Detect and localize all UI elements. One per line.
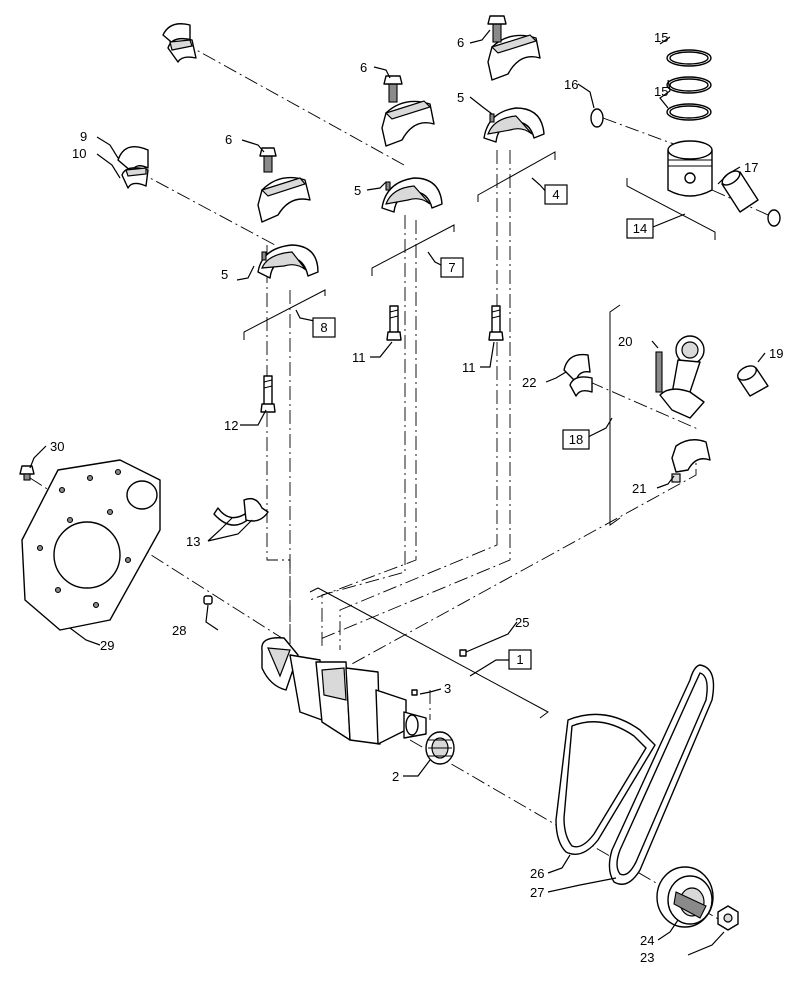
dowel-pin-28 bbox=[203, 595, 213, 605]
label-13: 13 bbox=[186, 534, 200, 549]
label-24: 24 bbox=[640, 933, 654, 948]
small-end-bushing-19 bbox=[737, 365, 769, 397]
snap-ring-16 bbox=[590, 108, 604, 128]
label-10: 10 bbox=[72, 146, 86, 161]
label-22: 22 bbox=[522, 375, 536, 390]
rod-cap bbox=[671, 439, 711, 483]
bolt-11-left bbox=[386, 305, 402, 341]
label-8: 8 bbox=[320, 320, 327, 335]
bolt-12 bbox=[260, 375, 276, 413]
label-23: 23 bbox=[640, 950, 654, 965]
label-9: 9 bbox=[80, 129, 87, 144]
label-20: 20 bbox=[618, 334, 632, 349]
label-12: 12 bbox=[224, 418, 238, 433]
label-19: 19 bbox=[769, 346, 783, 361]
label-7: 7 bbox=[448, 260, 455, 275]
label-5-b: 5 bbox=[354, 183, 361, 198]
label-4: 4 bbox=[552, 187, 559, 202]
label-6-b: 6 bbox=[360, 60, 367, 75]
label-15-a: 15 bbox=[654, 30, 668, 45]
main-bearing-cap-7 bbox=[381, 75, 435, 147]
label-29: 29 bbox=[100, 638, 114, 653]
label-1: 1 bbox=[516, 652, 523, 667]
snap-ring-right bbox=[767, 209, 781, 227]
main-bearing-cap-8 bbox=[257, 147, 311, 223]
rod-bolt-20 bbox=[655, 351, 663, 393]
bearing-shell-4 bbox=[483, 107, 545, 143]
bearing-shell-top-left bbox=[162, 23, 197, 63]
bolt-11-right bbox=[488, 305, 504, 341]
label-5-c: 5 bbox=[457, 90, 464, 105]
piston-pin bbox=[721, 170, 759, 213]
connecting-rod bbox=[659, 335, 705, 419]
label-27: 27 bbox=[530, 885, 544, 900]
plug-3 bbox=[411, 689, 418, 696]
label-16: 16 bbox=[564, 77, 578, 92]
label-11-a: 11 bbox=[352, 350, 366, 365]
main-bearing-cap-4 bbox=[487, 15, 541, 81]
group-brackets bbox=[243, 151, 716, 719]
piston-rings bbox=[666, 49, 712, 121]
pulley-nut bbox=[717, 905, 739, 931]
adapter-plate bbox=[21, 459, 161, 631]
label-6-a: 6 bbox=[225, 132, 232, 147]
crankshaft bbox=[261, 637, 427, 745]
label-2: 2 bbox=[392, 769, 399, 784]
bearing-shell-7 bbox=[381, 177, 443, 213]
leaders bbox=[29, 29, 766, 956]
drive-belt-26 bbox=[555, 713, 656, 855]
label-6-c: 6 bbox=[457, 35, 464, 50]
rod-bearing-shell-22 bbox=[563, 353, 593, 397]
label-14: 14 bbox=[633, 221, 647, 236]
label-5-a: 5 bbox=[221, 267, 228, 282]
label-18: 18 bbox=[569, 432, 583, 447]
label-21: 21 bbox=[632, 481, 646, 496]
thrust-bearing-shell bbox=[117, 146, 149, 189]
screw-30 bbox=[19, 465, 35, 481]
bearing-shell-8 bbox=[257, 244, 319, 279]
label-15-b: 15 bbox=[654, 84, 668, 99]
label-28: 28 bbox=[172, 623, 186, 638]
label-17: 17 bbox=[744, 160, 758, 175]
gear-2 bbox=[425, 731, 455, 765]
drive-belt-27 bbox=[608, 664, 715, 885]
piston bbox=[667, 140, 713, 197]
label-11-b: 11 bbox=[462, 360, 476, 375]
label-26: 26 bbox=[530, 866, 544, 881]
plug-25 bbox=[459, 649, 467, 657]
crank-pulley bbox=[656, 866, 714, 928]
label-25: 25 bbox=[515, 615, 529, 630]
thrust-washers bbox=[213, 497, 269, 526]
label-30: 30 bbox=[50, 439, 64, 454]
label-3: 3 bbox=[444, 681, 451, 696]
